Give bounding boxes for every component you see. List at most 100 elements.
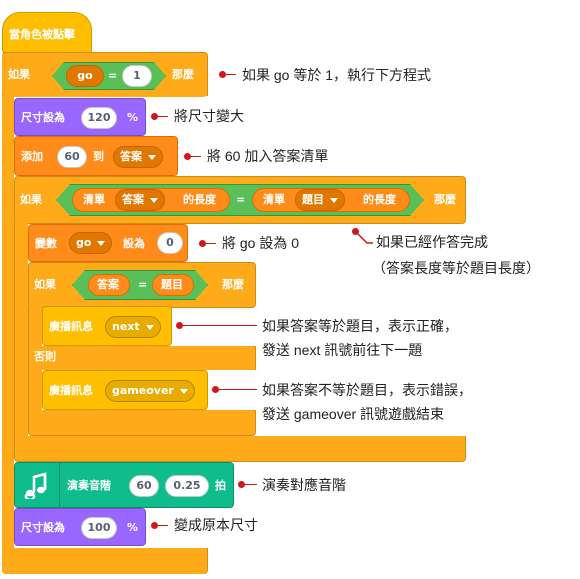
add-label: 添加 [21,150,43,163]
annotation-dot-1 [219,71,226,78]
annotation-8: 演奏對應音階 [262,477,346,493]
chevron-down-icon [148,154,156,160]
list-prefix-2: 清單 [263,193,285,206]
annotation-line-8 [243,484,257,485]
beats-025-input[interactable]: 0.25 [165,475,209,497]
annotation-2: 將尺寸變大 [174,108,244,124]
when-sprite-clicked-hat[interactable]: 當角色被點擊 [2,12,92,54]
set-to-label: 設為 [123,237,145,250]
annotation-line-6 [181,325,257,326]
if3-label: 如果 [34,278,56,291]
chevron-down-icon [179,388,188,394]
annotation-1: 如果 go 等於 1，執行下方程式 [242,67,432,83]
size-120-input[interactable]: 120 [81,107,117,129]
if3-spine-1 [28,306,42,348]
length-suffix-1: 的長度 [183,193,216,206]
questions-length-reporter[interactable]: 清單 題目 的長度 [252,188,410,212]
list-name: 答案 [122,193,144,206]
annotation-line-4 [204,243,216,244]
to-label: 到 [93,150,104,163]
value-0-input[interactable]: 0 [157,232,183,254]
music-note-icon [23,471,53,502]
value-1-input[interactable]: 1 [122,65,152,87]
answers-length-reporter[interactable]: 清單 答案 的長度 [72,188,230,212]
broadcast-gameover-block[interactable]: 廣播訊息 gameover [42,370,208,410]
annotation-6-line2: 發送 next 訊號前往下一題 [262,342,423,358]
annotation-6-line1: 如果答案等於題目，表示正確， [262,318,458,334]
annotation-7-line2: 發送 gameover 訊號遊戲結束 [262,406,445,422]
annotation-dot-9 [151,522,158,529]
if2-spine [14,222,28,438]
chevron-down-icon [150,197,158,203]
annotation-dot-8 [238,481,245,488]
list-name: 題目 [302,193,324,206]
annotation-line-9 [156,525,168,526]
broadcast-next-block[interactable]: 廣播訊息 next [42,306,172,346]
message-dropdown-gameover[interactable]: gameover [105,380,195,402]
annotation-line-7 [217,389,257,390]
if1-spine [2,96,14,550]
list-dropdown-questions[interactable]: 題目 [295,189,345,211]
message-dropdown-next[interactable]: next [105,316,161,338]
value-60-input[interactable]: 60 [57,146,87,168]
annotation-9: 變成原本尺寸 [174,517,258,533]
annotation-7-line1: 如果答案不等於題目，表示錯誤， [262,382,472,398]
list-name: 答案 [120,150,142,163]
annotation-5-line2: （答案長度等於題目長度） [372,260,540,276]
set-size-100-block[interactable]: 尺寸設為 100 % [14,508,146,546]
if1-label: 如果 [8,68,30,81]
var-name: go [76,236,92,249]
annotation-dot-6 [176,322,183,329]
annotation-dot-5 [352,228,359,235]
annotation-line-5 [355,231,373,244]
list-dropdown-answers-2[interactable]: 答案 [115,189,165,211]
add-60-to-list-block[interactable]: 添加 60 到 答案 [14,136,178,176]
annotation-line-3 [189,156,201,157]
annotation-4: 將 go 設為 0 [222,235,300,251]
equals-sign-2: = [236,193,246,206]
set-go-to-0-block[interactable]: 變數 go 設為 0 [28,224,188,262]
go-var-text: go [77,69,93,82]
list-dropdown-answers[interactable]: 答案 [113,146,163,168]
answer-var-text: 答案 [97,278,119,291]
if1-bottom-arm [2,548,207,574]
else-label: 否則 [34,350,56,363]
answer-variable-reporter[interactable]: 答案 [88,274,130,296]
percent-unit: % [127,111,139,124]
annotation-3: 將 60 加入答案清單 [207,148,329,164]
play-note-block[interactable]: 演奏音階 60 0.25 拍 [14,462,234,509]
annotation-dot-4 [199,240,206,247]
annotation-line-2 [156,116,168,117]
equals-sign: = [108,69,118,82]
annotation-dot-3 [184,153,191,160]
set-size-label: 尺寸設為 [21,111,65,124]
list-prefix-1: 清單 [83,193,105,206]
chevron-down-icon [330,197,338,203]
annotation-dot-2 [151,113,158,120]
play-note-label: 演奏音階 [67,479,111,492]
set-size-120-block[interactable]: 尺寸設為 120 % [14,98,146,136]
message-name: gameover [112,384,174,397]
equals-sign-3: = [138,278,148,291]
annotation-5-line1: 如果已經作答完成 [376,234,488,250]
hat-label: 當角色被點擊 [9,28,75,41]
length-suffix-2: 的長度 [363,193,396,206]
note-60-input[interactable]: 60 [129,475,159,497]
go-variable-reporter[interactable]: go [66,65,104,87]
percent-unit-2: % [127,521,139,534]
annotation-dot-7 [212,386,219,393]
question-variable-reporter[interactable]: 題目 [152,274,194,296]
size-100-input[interactable]: 100 [81,517,117,539]
message-name: next [112,320,140,333]
annotation-line-1 [224,74,236,75]
variable-dropdown-go[interactable]: go [69,232,113,254]
question-var-text: 題目 [161,278,183,291]
if3-then-label: 那麼 [222,278,244,291]
broadcast-label-1: 廣播訊息 [49,320,93,333]
if3-else-arm [28,346,256,370]
chevron-down-icon [145,324,154,330]
if2-bottom-arm [14,436,466,462]
chevron-down-icon [97,240,106,246]
broadcast-label-2: 廣播訊息 [49,384,93,397]
if2-label: 如果 [20,193,42,206]
